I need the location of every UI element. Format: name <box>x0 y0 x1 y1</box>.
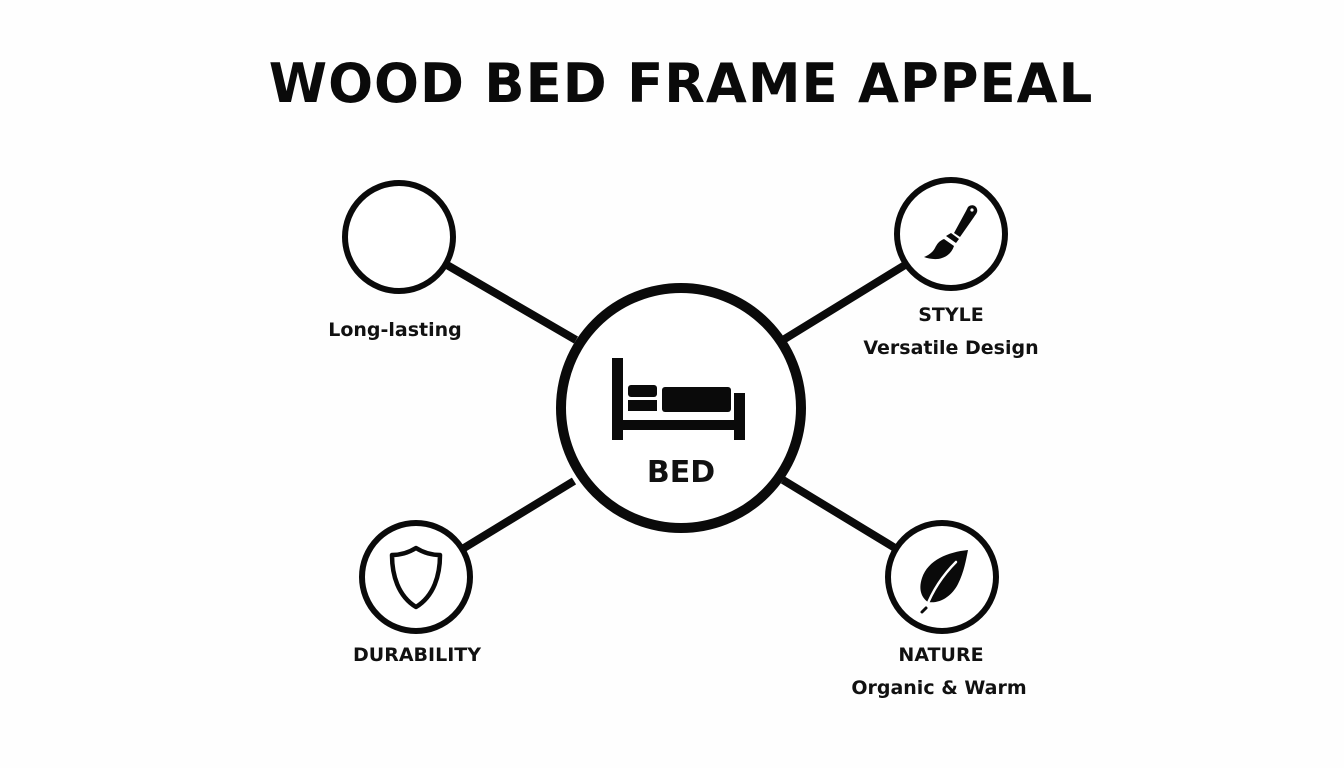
connector-top-right <box>780 261 908 344</box>
node-circle-top-left <box>342 180 456 294</box>
node-top-right-subtitle: Versatile Design <box>863 337 1039 359</box>
diagram-title: WOOD BED FRAME APPEAL <box>268 52 1094 115</box>
center-node <box>556 283 806 533</box>
center-node-label: BED <box>646 455 716 490</box>
node-bottom-right-heading: NATURE <box>898 644 984 666</box>
node-top-left-subtitle: Long-lasting <box>328 319 462 341</box>
node-top-right-heading: STYLE <box>918 304 984 326</box>
connector-bottom-left <box>461 477 577 552</box>
bed-icon <box>612 358 745 440</box>
connectors <box>444 261 908 552</box>
paintbrush-icon <box>924 205 978 260</box>
shield-icon <box>389 545 443 610</box>
leaf-icon <box>920 550 968 614</box>
node-circle-bottom-left <box>359 520 473 634</box>
connector-bottom-right <box>780 476 898 552</box>
node-bottom-right-subtitle: Organic & Warm <box>851 677 1027 699</box>
connector-top-left <box>444 261 579 344</box>
node-bottom-left-heading: DURABILITY <box>353 644 481 666</box>
